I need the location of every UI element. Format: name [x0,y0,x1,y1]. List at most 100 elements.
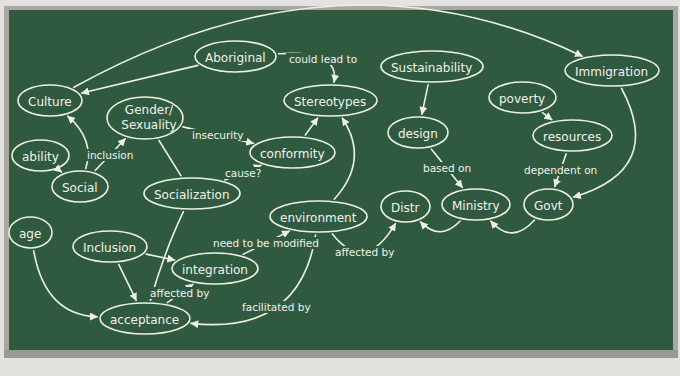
node-text-wrap: Ministry [452,195,500,214]
ellipse-shape [52,171,108,202]
connector [146,254,174,260]
ellipse-shape [284,85,377,116]
concept-text: Sustainability [391,61,472,76]
ellipse-shape [12,140,69,171]
ellipse-shape [107,97,183,139]
concept-text: Govt [534,199,562,214]
edge-label: facilitated by [239,301,314,313]
concept-text: poverty [499,92,545,107]
node-text-wrap: Stereotypes [294,91,366,110]
concept-ellipse: Sustainability [380,50,484,83]
edge-label: cause? [222,167,264,179]
ellipse-shape [172,253,258,284]
ellipse-shape [381,191,430,222]
concept-ellipse: design [387,116,449,149]
concept-text: resources [543,130,601,145]
concept-ellipse: integration [171,252,259,285]
concept-text: acceptance [110,313,179,328]
ellipse-shape [524,189,573,220]
concept-text: ability [22,150,59,165]
edge-label: based on [420,162,474,174]
concept-ellipse: environment [269,200,368,233]
concept-ellipse: Stereotypes [283,84,378,117]
ellipse-shape [18,85,82,116]
ellipse-shape [144,178,240,209]
ellipse-shape [381,51,483,82]
ellipse-shape [250,137,335,168]
concept-text: Inclusion [83,241,136,256]
ellipse-shape [489,82,556,113]
concept-ellipse: ability [11,139,70,172]
concept-ellipse: acceptance [99,302,191,335]
ellipse-shape [565,55,659,86]
connector [305,118,317,135]
concept-ellipse: Socialization [143,177,241,210]
connector [422,85,428,114]
node-text-wrap: Gender/ Sexuality [117,103,181,133]
concept-ellipse: poverty [488,81,557,114]
node-text-wrap: design [398,123,438,142]
node-text-wrap: Distr [391,197,419,216]
concept-text: design [398,127,438,142]
concept-ellipse: Aboriginal [194,40,277,73]
concept-text: Socialization [154,188,230,203]
node-text-wrap: Inclusion [83,237,136,256]
edge-label: affected by [332,246,397,258]
concept-text: Gender/ Sexuality [117,103,181,133]
connector [59,170,61,172]
node-text-wrap: ability [22,146,59,165]
concept-ellipse: Immigration [564,54,660,87]
node-text-wrap: environment [280,207,356,226]
connector [491,220,534,233]
concept-ellipse: Social [51,170,109,203]
concept-text: Social [62,181,98,196]
concept-ellipse: Gender/ Sexuality [106,96,184,140]
node-text-wrap: integration [182,259,248,278]
node-text-wrap: acceptance [110,309,179,328]
connector [119,264,137,300]
concept-text: Aboriginal [205,51,266,66]
concept-text: Distr [391,201,419,216]
ellipse-shape [100,303,190,334]
connector [74,5,582,87]
connector [543,113,552,120]
edge-label: inclusion [84,149,136,161]
concept-ellipse: age [8,216,53,249]
ellipse-shape [533,120,612,151]
connector [334,118,354,199]
ellipse-shape [270,201,367,232]
node-text-wrap: Immigration [575,61,648,80]
connector [183,127,254,143]
connector [34,251,97,317]
node-text-wrap: Social [62,177,98,196]
chalk-ledge [4,350,678,358]
connector [421,221,461,232]
node-text-wrap: conformity [260,143,325,162]
concept-ellipse: Distr [380,190,431,223]
concept-text: conformity [260,147,325,162]
edge-label: insecurity [189,129,247,141]
node-text-wrap: Socialization [154,184,230,203]
edge-label: affected by [147,287,212,299]
ellipse-shape [9,217,52,248]
concept-ellipse: Inclusion [72,230,148,263]
node-text-wrap: poverty [499,88,545,107]
connector [159,141,181,176]
ellipse-shape [73,231,147,262]
node-text-wrap: resources [543,126,601,145]
node-text-wrap: Govt [534,195,562,214]
connector [82,65,198,93]
concept-ellipse: conformity [249,136,336,169]
concept-text: age [19,227,41,242]
edge-label: need to be modified [210,237,322,249]
concept-text: integration [182,263,248,278]
concept-text: Ministry [452,199,500,214]
ellipse-shape [195,41,276,72]
concept-text: Immigration [575,65,648,80]
node-text-wrap: Sustainability [391,57,472,76]
concept-ellipse: Culture [17,84,83,117]
edge-label: could lead to [286,53,360,65]
concept-text: environment [280,211,356,226]
edge-label: dependent on [521,164,600,176]
